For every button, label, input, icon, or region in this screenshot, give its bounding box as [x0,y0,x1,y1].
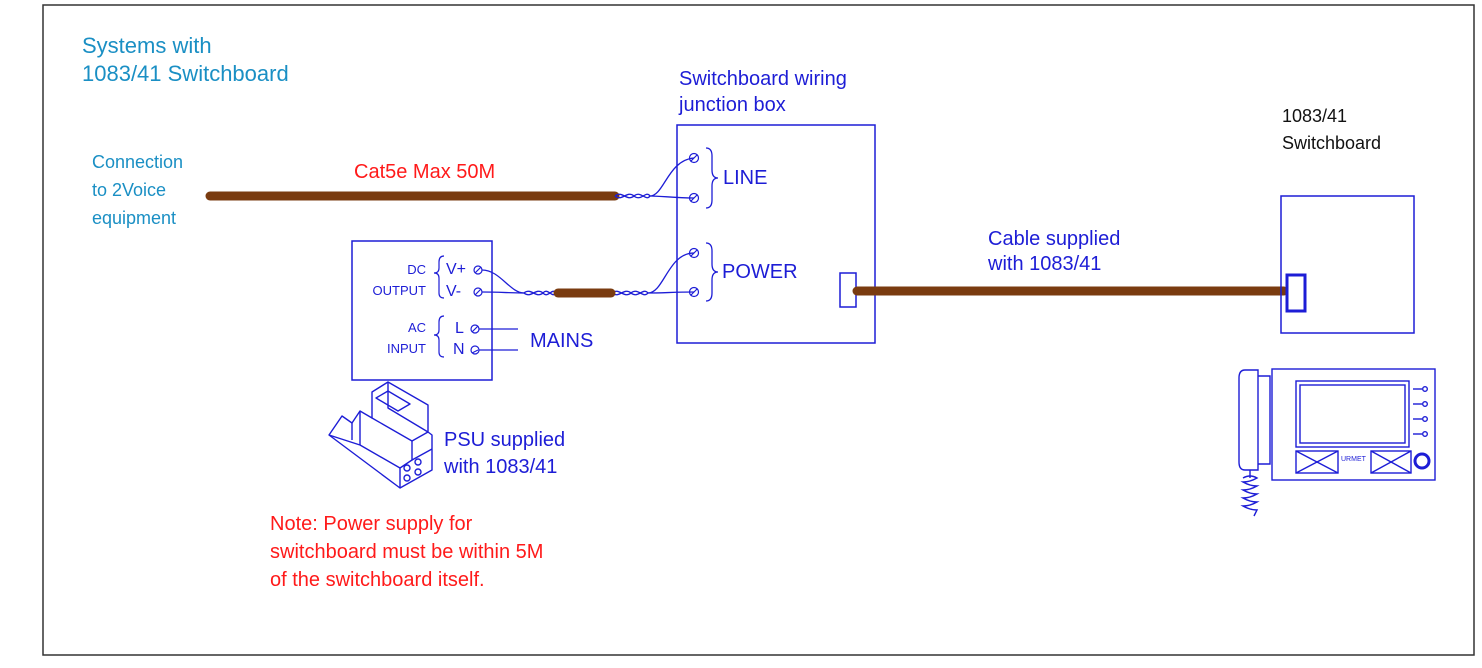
cable-label-line1: Cable supplied [988,228,1121,250]
note-line2: switchboard must be within 5M [270,541,544,563]
power-terminal-screws [688,247,700,298]
mains-label: MAINS [530,330,594,352]
power-terminal-label: POWER [722,261,798,283]
psu-ac-label: AC [407,320,426,335]
line-terminal-screws [688,152,700,204]
note-line3: of the switchboard itself. [270,569,485,591]
psu-twisted-pair [481,252,695,296]
diagram-title-line2: 1083/41 Switchboard [82,61,289,86]
monitor-brand-label: URMET [1341,456,1366,463]
switchboard-monitor-icon [1238,368,1436,517]
psu-v-minus-label: V- [446,283,462,300]
dc-brace [433,255,445,299]
junction-box [676,124,876,344]
psu-dc-label: DC [407,262,426,277]
line-terminal-label: LINE [723,167,768,189]
psu-din-rail-icon [328,381,433,489]
psu-l-label: L [455,320,464,337]
switchboard-label-line1: 1083/41 [1282,106,1348,126]
power-terminal-brace [705,242,719,302]
diagram-title-line1: Systems with [82,33,212,58]
connection-label-line1: Connection [92,152,184,172]
connection-label-line3: equipment [92,208,177,228]
psu-supplied-line1: PSU supplied [444,429,566,451]
cable-label-line2: with 1083/41 [988,253,1102,275]
junction-box-label-line2: junction box [679,94,786,116]
line-terminal-brace [705,147,719,209]
connection-label-line2: to 2Voice [92,180,167,200]
psu-terminal-screws [470,265,483,355]
switchboard-box [1280,195,1415,334]
switchboard-connector [1285,273,1307,313]
psu-input-label: INPUT [387,341,426,356]
psu-box [351,240,493,381]
psu-n-label: N [453,341,465,358]
psu-supplied-line2: with 1083/41 [444,456,558,478]
junction-box-label-line1: Switchboard wiring [679,68,847,90]
ac-brace [433,315,445,358]
cat5e-label: Cat5e Max 50M [354,161,496,183]
mains-wires [479,328,518,351]
cat5e-twisted-pair [614,157,695,199]
psu-output-label: OUTPUT [372,283,426,298]
switchboard-label-line2: Switchboard [1282,133,1382,153]
diagram-frame [42,4,1475,656]
note-line1: Note: Power supply for [270,513,473,535]
psu-v-plus-label: V+ [446,261,467,278]
